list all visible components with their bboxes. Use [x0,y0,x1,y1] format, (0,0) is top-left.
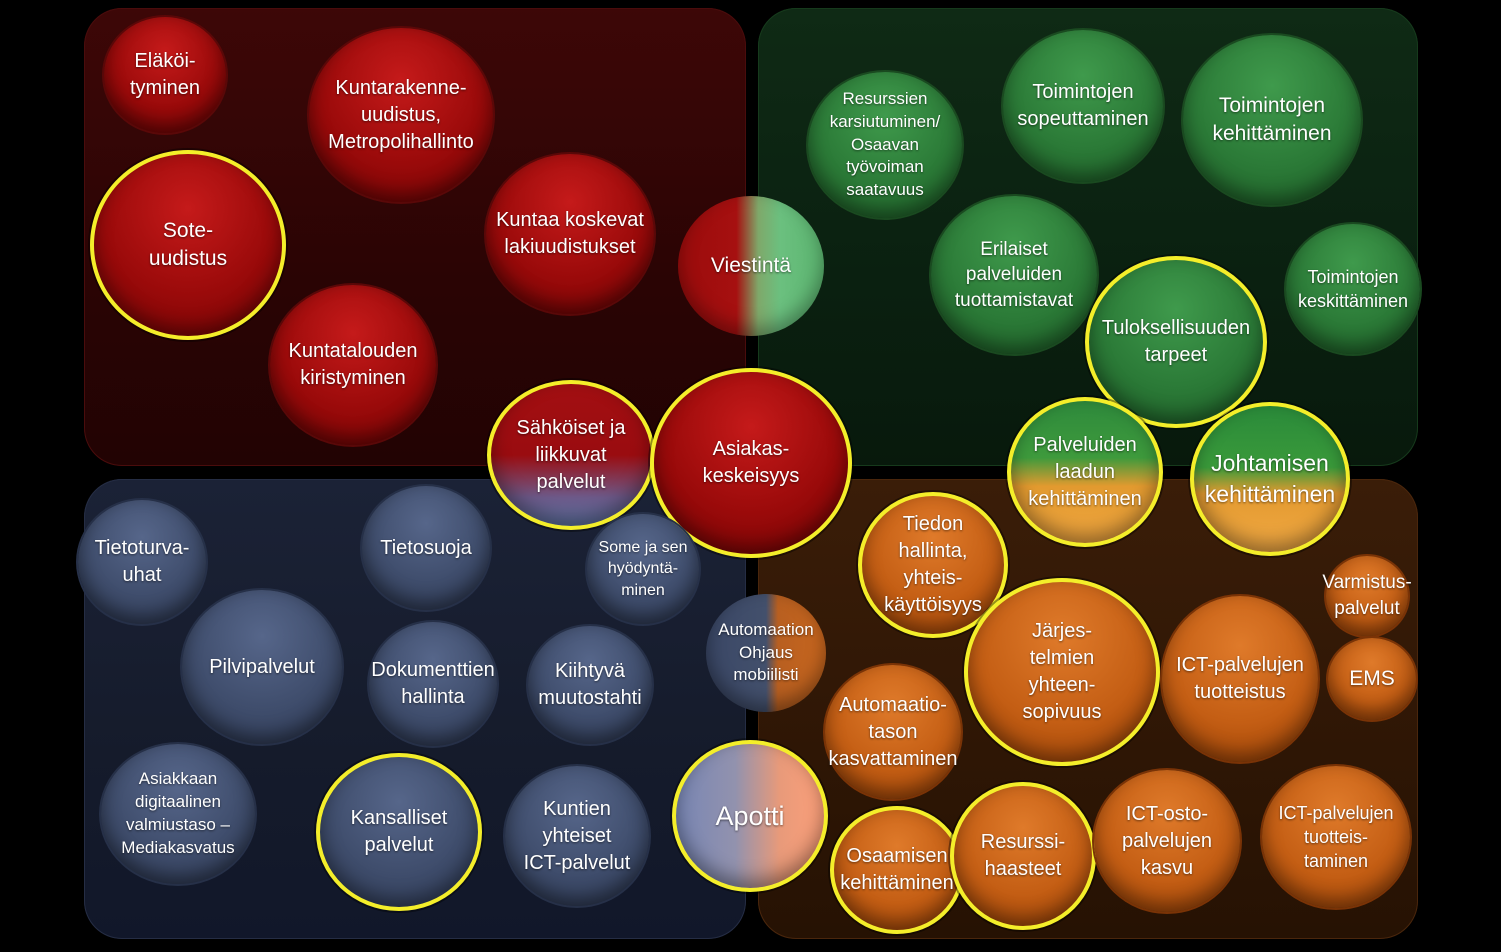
bubble-viestinta: Viestintä [678,196,824,336]
bubble-kuntaa-koskevat: Kuntaa koskevat lakiuudistukset [486,154,654,314]
bubble-label: Pilvipalvelut [209,655,315,678]
bubble-johtamisen: Johtamisen kehittäminen [1190,402,1350,556]
bubble-resurssien: Resurssien karsiutuminen/ Osaavan työvoi… [808,72,962,218]
bubble-label: Tietosuoja [380,536,472,559]
bubble-label: Resurssien karsiutuminen/ Osaavan työvoi… [829,88,941,200]
bubble-label: Apotti [715,800,785,831]
bubble-sahkoiset: Sähköiset ja liikkuvat palvelut [487,380,655,530]
bubble-apotti: Apotti [672,740,828,892]
bubble-label: Järjes- telmien yhteen- sopivuus [1022,620,1102,723]
bubble-label: Kuntatalouden kiristyminen [288,340,418,389]
bubble-label: ICT-palvelujen tuotteistus [1176,654,1304,703]
bubble-label: Tietoturva- uhat [94,537,190,586]
bubble-label: Dokumenttien hallinta [371,659,495,708]
bubble-varmistus: Varmistus- palvelut [1322,556,1412,636]
bubble-ict-osto: ICT-osto- palvelujen kasvu [1094,770,1240,912]
bubble-asiakkaan: Asiakkaan digitaalinen valmiustaso – Med… [101,744,255,884]
bubble-jarjestelmien: Järjes- telmien yhteen- sopivuus [964,578,1160,766]
bubble-ems: EMS [1328,638,1416,720]
bubble-label: Automaatio- tason kasvattaminen [828,693,958,770]
bubble-label: Asiakkaan digitaalinen valmiustaso – Med… [121,769,235,857]
bubble-osaamisen: Osaamisen kehittäminen [830,806,964,934]
bubble-erilaiset: Erilaiset palveluiden tuottamistavat [931,196,1097,354]
bubble-kuntien: Kuntien yhteiset ICT-palvelut [505,766,649,906]
bubble-label: Palveluiden laadun kehittäminen [1028,433,1142,510]
bubble-label: Osaamisen kehittäminen [840,845,954,894]
bubble-label: Toimintojen kehittäminen [1212,93,1332,145]
bubble-label: Some ja sen hyödyntä- minen [598,538,688,599]
bubble-label: Kuntarakenne- uudistus, Metropolihallint… [328,76,474,153]
bubble-label: Kuntien yhteiset ICT-palvelut [523,797,631,874]
bubble-label: EMS [1349,666,1395,690]
bubble-label: Kuntaa koskevat lakiuudistukset [496,209,644,258]
bubble-tuloksellisuuden: Tuloksellisuuden tarpeet [1085,256,1267,428]
bubble-label: Toimintojen sopeuttaminen [1017,81,1149,130]
bubble-label: Kansalliset palvelut [350,807,448,856]
bubble-elakoityminen: Eläköi- tyminen [104,17,226,133]
bubble-label: Automaation Ohjaus mobiilisti [718,619,814,685]
bubble-resurssihaasteet: Resurssi- haasteet [950,782,1096,930]
bubble-pilvipalvelut: Pilvipalvelut [182,590,342,744]
bubble-automaation-ohjaus: Automaation Ohjaus mobiilisti [706,594,826,712]
bubble-label: Kiihtyvä muutostahti [538,660,642,709]
bubble-palveluiden-laadun: Palveluiden laadun kehittäminen [1007,397,1163,547]
bubble-label: Sote- uudistus [148,218,228,270]
bubble-label: Johtamisen kehittäminen [1204,449,1336,507]
bubble-toimintojen-keskittaminen: Toimintojen keskittäminen [1286,224,1420,354]
bubble-label: Viestintä [710,253,792,277]
bubble-tiedon-hallinta: Tiedon hallinta, yhteis- käyttöisyys [858,492,1008,638]
bubble-ict-tuotteistus: ICT-palvelujen tuotteistus [1162,596,1318,762]
bubble-ict-tuotteistaminen: ICT-palvelujen tuotteis- taminen [1262,766,1410,908]
bubble-some: Some ja sen hyödyntä- minen [587,514,699,624]
bubble-kuntatalouden: Kuntatalouden kiristyminen [270,285,436,445]
bubble-label: Varmistus- palvelut [1322,572,1412,619]
bubble-dokumenttien: Dokumenttien hallinta [369,622,497,746]
bubble-label: Resurssi- haasteet [980,831,1066,880]
bubble-label: Toimintojen keskittäminen [1297,266,1409,311]
bubble-kuntarakenne: Kuntarakenne- uudistus, Metropolihallint… [309,28,493,202]
bubble-label: Tuloksellisuuden tarpeet [1101,317,1251,366]
bubble-label: Asiakas- keskeisyys [702,438,800,487]
bubble-tietoturvauhat: Tietoturva- uhat [78,500,206,624]
bubble-asiakaskeskeisyys: Asiakas- keskeisyys [650,368,852,558]
bubble-label: ICT-palvelujen tuotteis- taminen [1278,802,1394,872]
bubble-kiihtyva: Kiihtyvä muutostahti [528,626,652,744]
bubble-sote: Sote- uudistus [90,150,286,340]
bubble-kansalliset: Kansalliset palvelut [316,753,482,911]
bubble-label: Sähköiset ja liikkuvat palvelut [516,416,626,493]
bubble-label: Tiedon hallinta, yhteis- käyttöisyys [884,513,982,616]
bubble-toimintojen-kehittaminen: Toimintojen kehittäminen [1183,35,1361,205]
bubble-tietosuoja: Tietosuoja [362,486,490,610]
bubble-label: Eläköi- tyminen [129,50,201,99]
bubble-toimintojen-sopeuttaminen: Toimintojen sopeuttaminen [1003,30,1163,182]
bubble-label: Erilaiset palveluiden tuottamistavat [954,238,1074,311]
bubble-label: ICT-osto- palvelujen kasvu [1121,802,1213,879]
bubble-automaatiotason: Automaatio- tason kasvattaminen [825,665,961,799]
